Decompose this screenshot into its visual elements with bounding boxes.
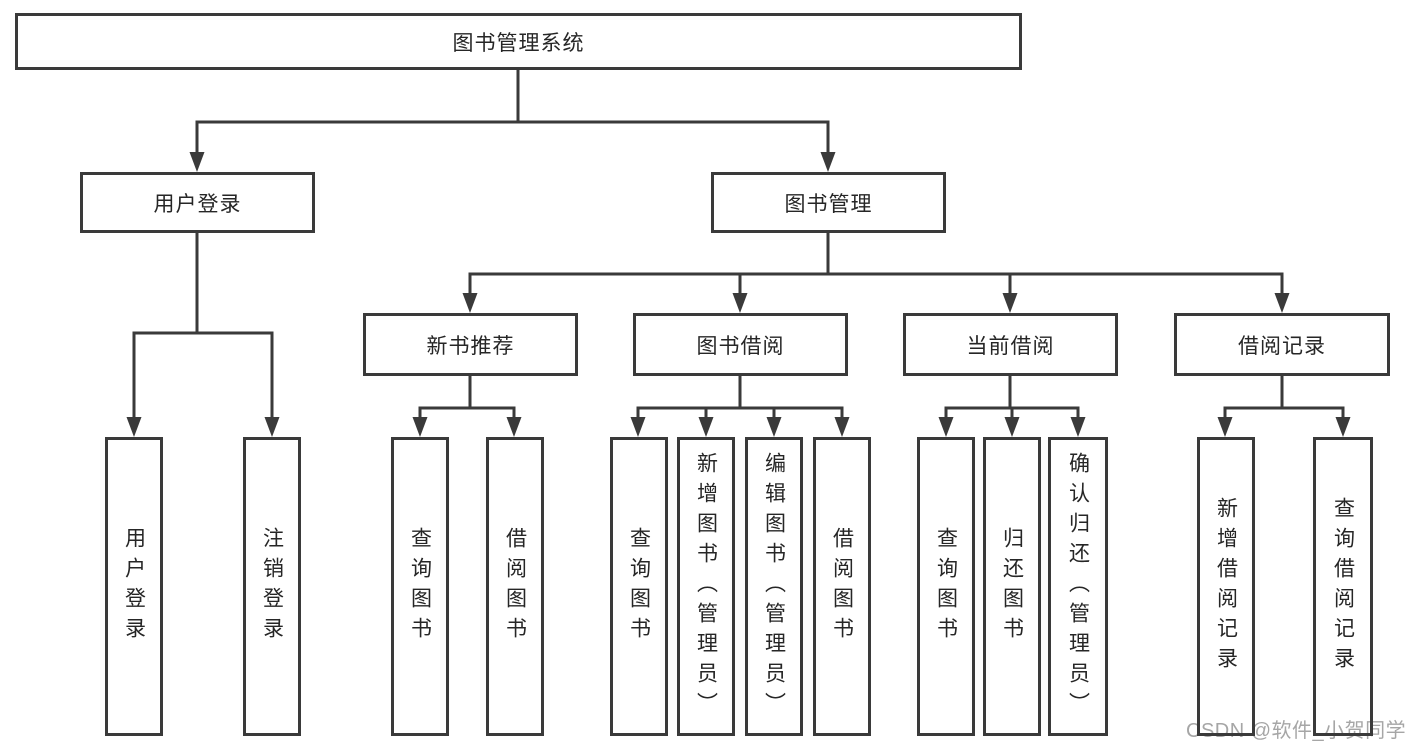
leaf-recommend-query-books: 查询图书 (391, 437, 449, 736)
node-label: 用户登录 (122, 526, 146, 647)
node-label: 新书推荐 (426, 334, 515, 358)
node-label: 用户登录 (153, 192, 242, 216)
leaf-add-books-admin: 新增图书（管理员） (677, 437, 735, 736)
leaf-add-borrow-record: 新增借阅记录 (1197, 437, 1255, 736)
node-label: 查询图书 (627, 526, 651, 647)
node-label: 借阅记录 (1238, 334, 1326, 358)
node-book-management: 图书管理 (711, 172, 946, 233)
leaf-query-borrow-record: 查询借阅记录 (1313, 437, 1373, 736)
node-label: 图书借阅 (696, 334, 785, 358)
leaf-borrow-books: 借阅图书 (813, 437, 871, 736)
node-label: 当前借阅 (966, 334, 1055, 358)
leaf-recommend-borrow-books: 借阅图书 (486, 437, 544, 736)
node-label: 编辑图书（管理员） (762, 451, 786, 722)
node-label: 注销登录 (260, 526, 284, 647)
node-label: 借阅图书 (503, 526, 527, 647)
node-label: 新增借阅记录 (1214, 496, 1238, 677)
node-label: 借阅图书 (830, 526, 854, 647)
node-label: 查询借阅记录 (1331, 496, 1355, 677)
leaf-return-books: 归还图书 (983, 437, 1041, 736)
node-library-system: 图书管理系统 (15, 13, 1022, 70)
leaf-edit-books-admin: 编辑图书（管理员） (745, 437, 803, 736)
leaf-borrow-query-books: 查询图书 (610, 437, 668, 736)
node-current-borrow: 当前借阅 (903, 313, 1118, 376)
node-book-borrow: 图书借阅 (633, 313, 848, 376)
leaf-logout: 注销登录 (243, 437, 301, 736)
node-label: 查询图书 (934, 526, 958, 647)
node-label: 图书管理 (784, 192, 873, 216)
csdn-watermark: CSDN @软件_小贺同学 (1186, 720, 1405, 742)
node-label: 查询图书 (408, 526, 432, 647)
node-label: 确认归还（管理员） (1066, 451, 1090, 722)
leaf-current-query-books: 查询图书 (917, 437, 975, 736)
leaf-user-login: 用户登录 (105, 437, 163, 736)
node-label: 图书管理系统 (452, 31, 585, 55)
node-user-login: 用户登录 (80, 172, 315, 233)
node-label: 归还图书 (1000, 526, 1024, 647)
node-borrow-records: 借阅记录 (1174, 313, 1390, 376)
node-label: 新增图书（管理员） (694, 451, 718, 722)
leaf-confirm-return-admin: 确认归还（管理员） (1048, 437, 1108, 736)
node-new-book-recommend: 新书推荐 (363, 313, 578, 376)
